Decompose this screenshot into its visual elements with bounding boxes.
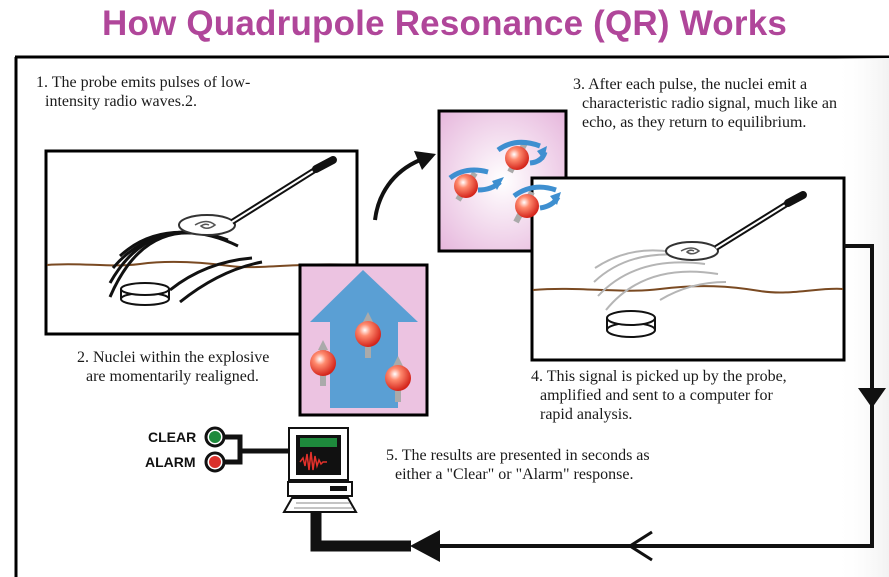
- step-4-line-1: 4. This signal is picked up by the probe…: [531, 368, 787, 385]
- nucleus-icon: [385, 356, 411, 402]
- nucleus-icon: [496, 139, 548, 174]
- nucleus-icon: [448, 167, 504, 202]
- transition-arrow: [373, 158, 421, 221]
- page-title: How Quadrupole Resonance (QR) Works: [101, 4, 788, 43]
- precessing-nuclei: [448, 139, 561, 224]
- nucleus-icon: [512, 184, 561, 224]
- clear-label: CLEAR: [148, 429, 197, 445]
- probe-icon-2: [665, 191, 807, 261]
- computer-icon: [282, 427, 358, 513]
- nucleus-icon: [310, 340, 336, 386]
- step-5-line-2: either a "Clear" or "Alarm" response.: [395, 466, 634, 483]
- step-2-caption: 2. Nuclei within the explosive are momen…: [77, 348, 269, 386]
- step-5-line-1: 5. The results are presented in seconds …: [386, 447, 650, 464]
- step-3-caption: 3. After each pulse, the nuclei emit a c…: [573, 75, 837, 132]
- alarm-label: ALARM: [145, 454, 196, 470]
- nucleus-icon: [355, 312, 381, 358]
- step-1-line-2: intensity radio waves.2.: [45, 93, 197, 110]
- aligned-nuclei: [310, 312, 411, 402]
- step-3-line-2: characteristic radio signal, much like a…: [582, 95, 838, 112]
- step-4-line-2: amplified and sent to a computer for: [540, 387, 773, 404]
- step-3-line-1: 3. After each pulse, the nuclei emit a: [573, 76, 808, 93]
- outer-frame: [14, 55, 889, 577]
- step-4-line-3: rapid analysis.: [540, 406, 633, 423]
- step-4-caption: 4. This signal is picked up by the probe…: [531, 367, 787, 424]
- step-5-caption: 5. The results are presented in seconds …: [386, 446, 650, 484]
- signal-arrowhead: [410, 530, 440, 562]
- explosive-canister-2: [606, 310, 656, 338]
- clear-lamp: [204, 426, 226, 448]
- probe-icon: [178, 156, 337, 236]
- step-2-line-1: 2. Nuclei within the explosive: [77, 349, 270, 366]
- step-2-line-2: are momentarily realigned.: [86, 368, 259, 385]
- step-1-caption: 1. The probe emits pulses of low- intens…: [36, 73, 250, 111]
- panel-probe-receiving: [530, 176, 846, 362]
- step-1-line-1: 1. The probe emits pulses of low-: [36, 74, 251, 91]
- indicator-wires: [223, 434, 290, 465]
- step-3-line-3: echo, as they return to equilibrium.: [582, 114, 807, 131]
- alarm-lamp: [204, 451, 226, 473]
- explosive-canister: [120, 282, 170, 306]
